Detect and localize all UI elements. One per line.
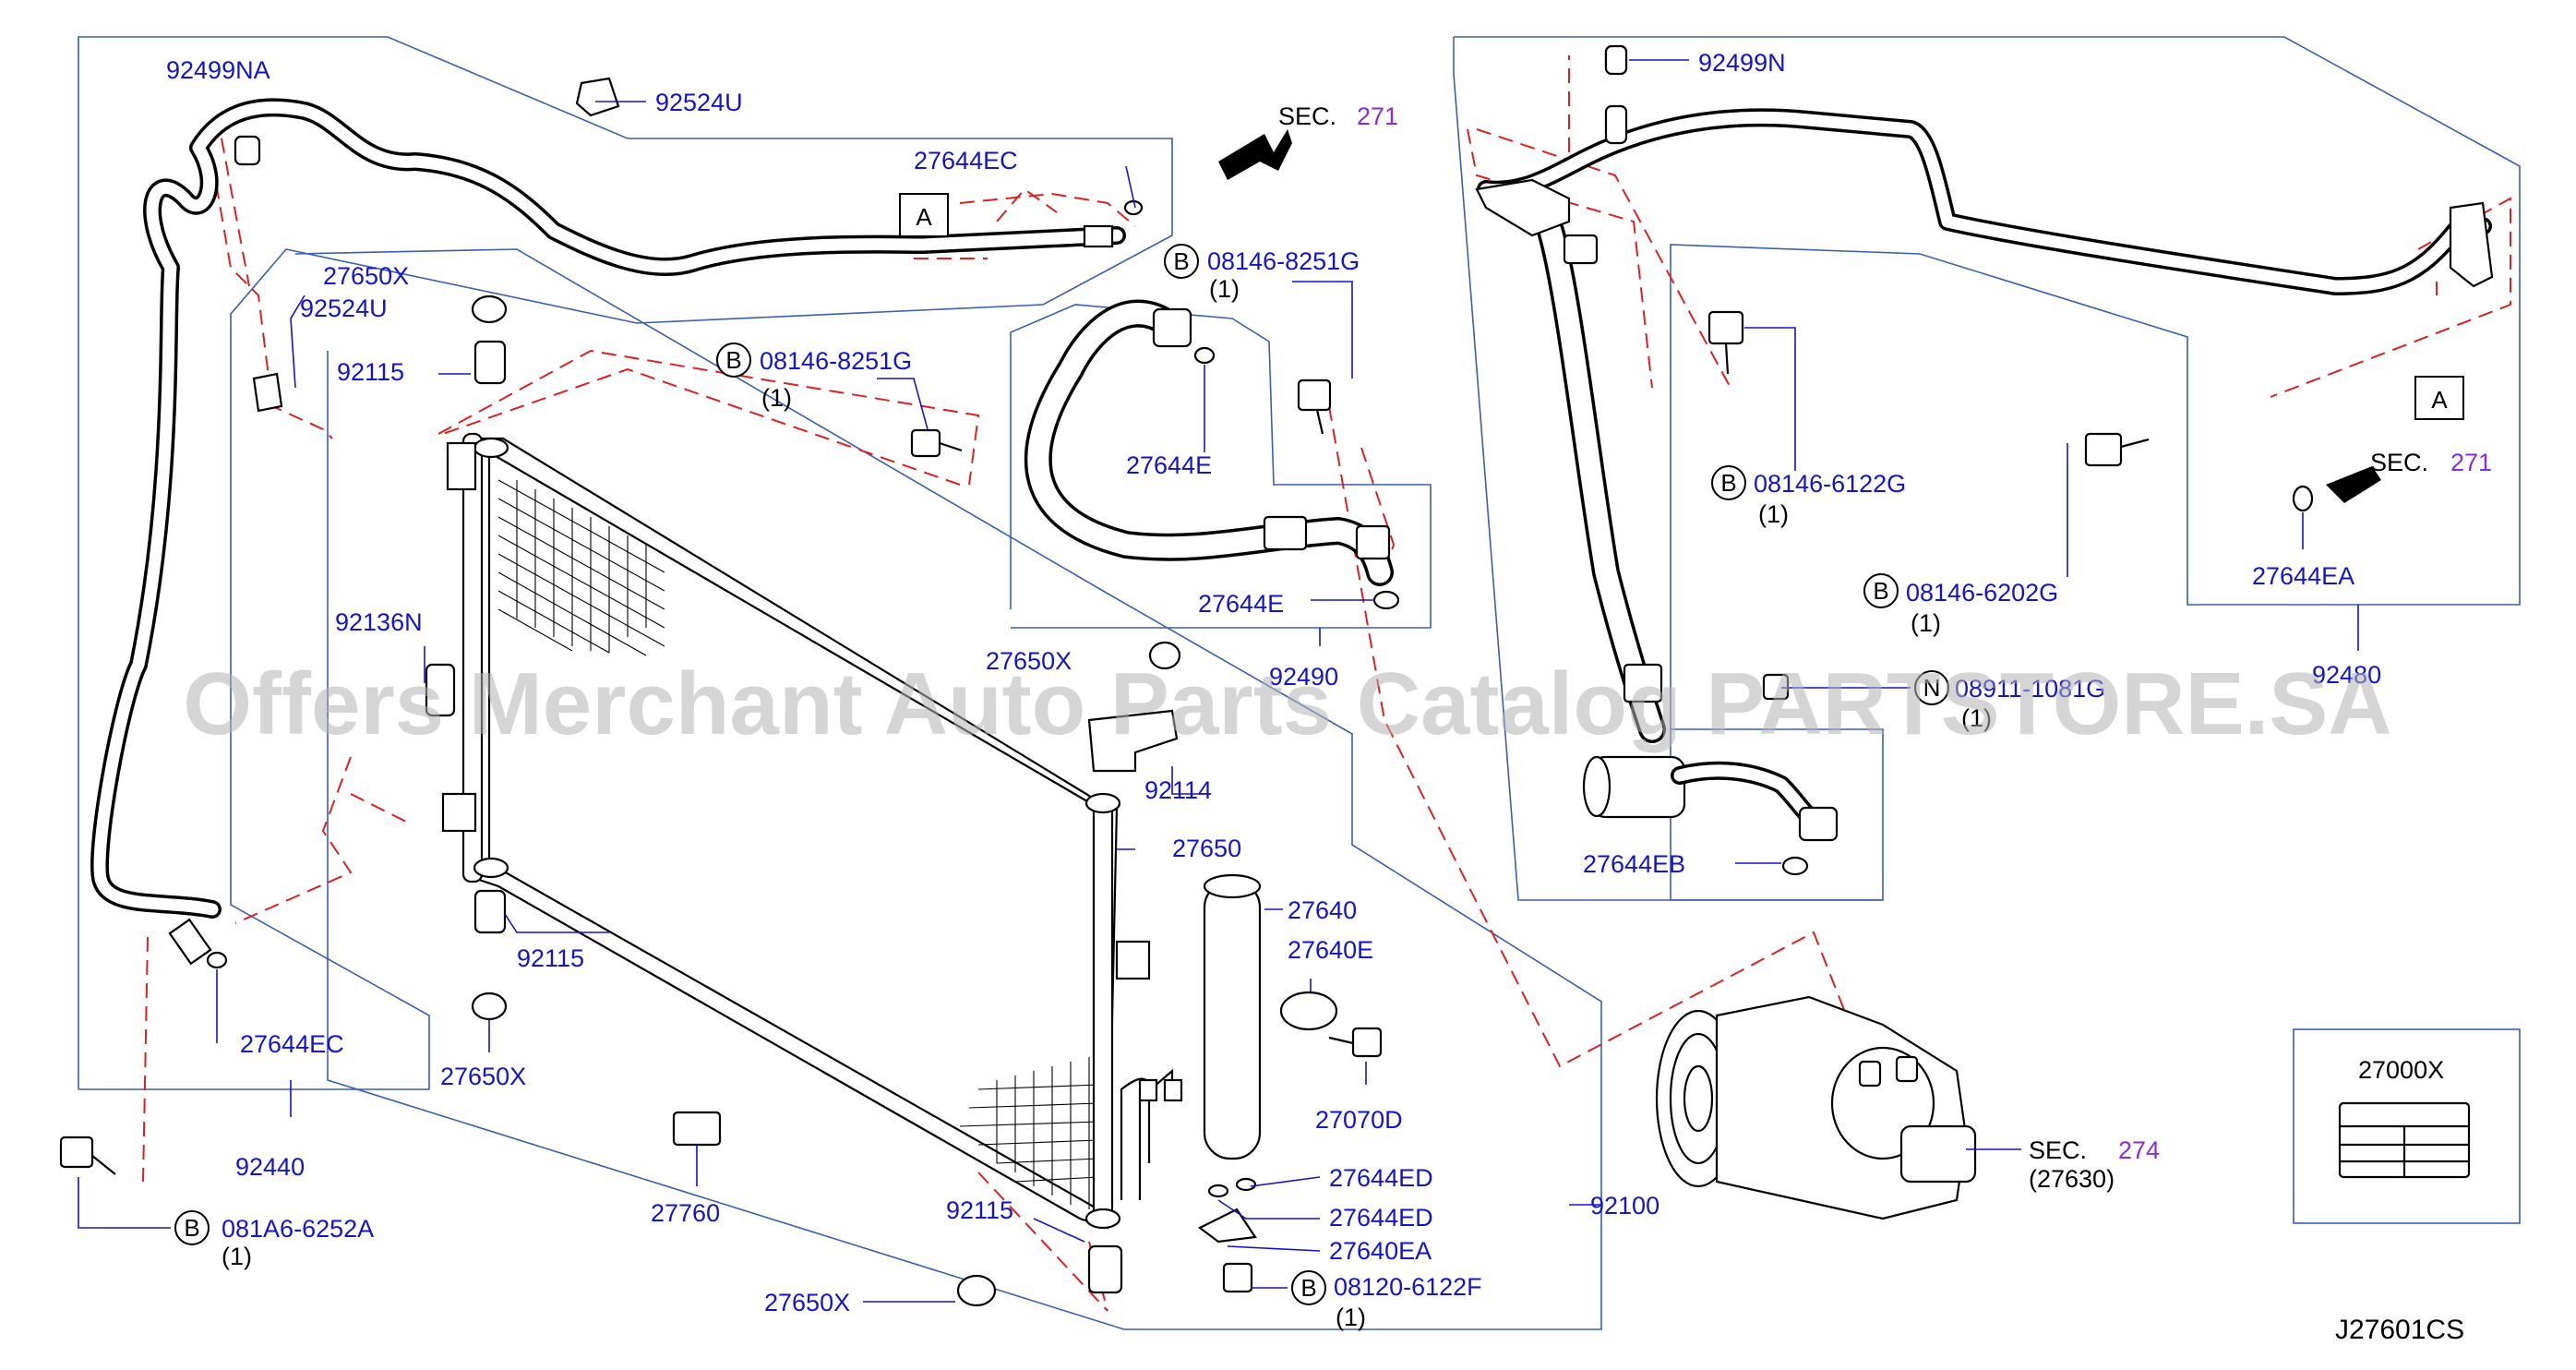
label-27650X-bottom: 27650X bbox=[764, 1289, 850, 1316]
label-92136N: 92136N bbox=[335, 608, 423, 636]
group-outlines bbox=[78, 36, 2521, 1330]
qty-081A6-6252A: (1) bbox=[222, 1243, 252, 1270]
b-mark-4: B bbox=[1873, 577, 1888, 605]
label-27644E-b: 27644E bbox=[1198, 590, 1284, 618]
b-mark-1: B bbox=[725, 346, 741, 374]
condenser-27650 bbox=[441, 432, 1183, 1230]
sec-label-right: SEC. bbox=[2370, 449, 2428, 476]
label-sticker-icon bbox=[2338, 1101, 2471, 1179]
label-27640EA: 27640EA bbox=[1329, 1237, 1432, 1265]
label-27644E-a: 27644E bbox=[1126, 451, 1212, 479]
label-27760: 27760 bbox=[651, 1199, 720, 1227]
label-27000X: 27000X bbox=[2358, 1056, 2444, 1084]
label-27650X-left: 27650X bbox=[440, 1063, 526, 1090]
label-27644EA: 27644EA bbox=[2252, 562, 2354, 590]
hose-92490 bbox=[1024, 299, 1394, 586]
label-08146-6122G: 08146-6122G bbox=[1754, 470, 1906, 498]
label-08120-6122F: 08120-6122F bbox=[1334, 1273, 1482, 1301]
direction-arrow-sec271-top bbox=[1218, 129, 1292, 180]
label-27644ED-b: 27644ED bbox=[1329, 1204, 1433, 1232]
label-92499N: 92499N bbox=[1698, 49, 1786, 77]
label-08146-6202G: 08146-6202G bbox=[1906, 579, 2058, 607]
label-92115-mid: 92115 bbox=[517, 944, 584, 972]
qty-08146-8251G-right: (1) bbox=[1209, 275, 1240, 303]
label-27640E: 27640E bbox=[1288, 936, 1373, 964]
watermark: Offers Merchant Auto Parts Catalog PARTS… bbox=[183, 655, 2391, 753]
callout-a-left: A bbox=[899, 193, 949, 237]
b-mark-6: B bbox=[1300, 1274, 1316, 1302]
label-27644EB: 27644EB bbox=[1583, 850, 1685, 878]
label-27644EC-top: 27644EC bbox=[914, 147, 1018, 174]
label-92524U-left: 92524U bbox=[300, 294, 388, 322]
b-mark-3: B bbox=[1720, 469, 1736, 497]
label-27650X-top: 27650X bbox=[323, 262, 409, 290]
label-27644EC-bottom: 27644EC bbox=[240, 1030, 344, 1058]
n-mark-1: N bbox=[1923, 674, 1941, 702]
label-08911-1081G: 08911-1081G bbox=[1955, 675, 2105, 703]
qty-08120-6122F: (1) bbox=[1336, 1304, 1366, 1331]
qty-08146-6122G: (1) bbox=[1758, 500, 1789, 528]
label-92480: 92480 bbox=[2312, 661, 2381, 689]
sec-label-compressor: SEC. bbox=[2029, 1136, 2087, 1164]
label-08146-8251G-right: 08146-8251G bbox=[1207, 247, 1360, 275]
label-08146-8251G-mid: 08146-8251G bbox=[760, 347, 912, 375]
pipe-hose-92480 bbox=[1475, 44, 2494, 842]
qty-08146-6202G: (1) bbox=[1911, 609, 1941, 637]
qty-08911-1081G: (1) bbox=[1961, 704, 1992, 732]
label-27644ED-a: 27644ED bbox=[1329, 1164, 1433, 1192]
diagram-id: J27601CS bbox=[2335, 1315, 2464, 1345]
label-92440: 92440 bbox=[235, 1153, 305, 1181]
label-27070D: 27070D bbox=[1315, 1106, 1403, 1134]
part-labels: 92499NA 92524U 27644EC 27650X 92524U 921… bbox=[166, 49, 2492, 1345]
callout-b-circles: B B B B B B N bbox=[174, 244, 1949, 1305]
label-92115-top: 92115 bbox=[337, 358, 404, 386]
condenser-pipe-92440 bbox=[90, 98, 1126, 966]
label-92490: 92490 bbox=[1269, 663, 1338, 691]
qty-08146-8251G-mid: (1) bbox=[761, 384, 792, 412]
label-27630: (27630) bbox=[2029, 1165, 2115, 1193]
compressor bbox=[1655, 995, 1977, 1220]
label-27640: 27640 bbox=[1288, 896, 1357, 924]
label-081A6-6252A: 081A6-6252A bbox=[222, 1215, 374, 1243]
sec-271-top: 271 bbox=[1357, 102, 1398, 130]
callout-a-left-text: A bbox=[916, 203, 932, 231]
b-mark-5: B bbox=[184, 1214, 199, 1242]
label-92524U-top: 92524U bbox=[655, 89, 743, 116]
label-92100: 92100 bbox=[1590, 1192, 1659, 1220]
label-27650: 27650 bbox=[1172, 835, 1241, 862]
small-parts bbox=[59, 77, 2314, 1307]
callout-a-right: A bbox=[2414, 376, 2464, 420]
callout-a-right-text: A bbox=[2431, 386, 2448, 414]
leader-lines bbox=[78, 59, 2359, 1303]
sec-label-top: SEC. bbox=[1278, 102, 1336, 130]
label-92499NA: 92499NA bbox=[166, 56, 270, 84]
b-mark-2: B bbox=[1173, 247, 1189, 275]
sec-271-right: 271 bbox=[2450, 449, 2492, 476]
label-27650X-mid: 27650X bbox=[986, 647, 1072, 675]
label-92114: 92114 bbox=[1144, 776, 1212, 804]
label-92115-bottom: 92115 bbox=[946, 1196, 1013, 1224]
sec-274: 274 bbox=[2118, 1136, 2160, 1164]
